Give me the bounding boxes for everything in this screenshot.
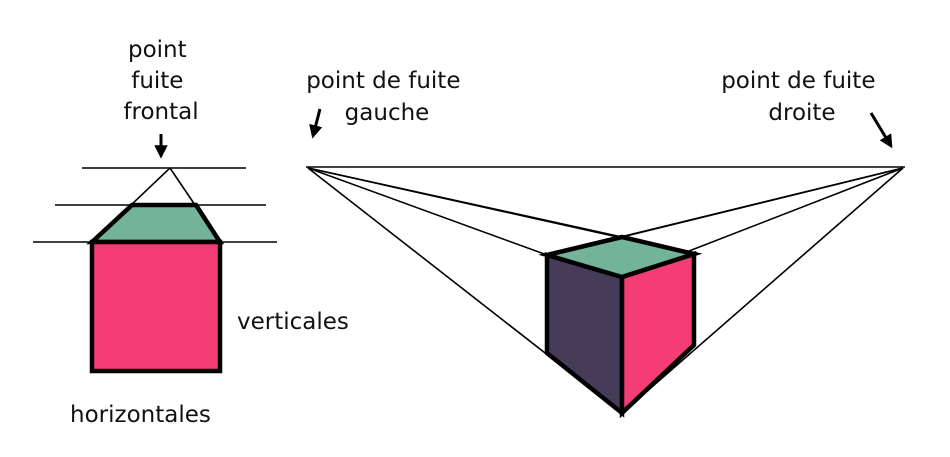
box-front-face [89,239,223,374]
frontal-label-line-2: fuite [131,68,183,94]
frontal-label-line-3: frontal [123,99,198,125]
horizontals-label: horizontales [70,402,211,428]
frontal-vanishing-point-label: point fuite frontal [123,37,198,125]
arrow-down-left-icon [309,108,323,139]
one-point-perspective: point fuite frontal verticales horizonta… [33,37,349,428]
construction-line [307,167,548,256]
construction-line [621,167,904,414]
left-label-line-2: gauche [345,100,430,126]
right-label-line-1: point de fuite [721,68,875,94]
verticals-label: verticales [237,309,349,335]
cube-left-face [544,251,625,418]
box-top-face [86,202,225,245]
frontal-label-line-1: point [128,37,187,63]
left-vanishing-point-label: point de fuite gauche [306,68,468,126]
right-label-line-2: droite [768,100,835,126]
cube-top-face [538,234,703,280]
two-point-perspective: point de fuite gauche point de fuite dro… [306,68,905,419]
arrow-down-right-icon [869,112,893,149]
cube-right-face [619,250,697,419]
right-vanishing-point-label: point de fuite droite [721,68,883,126]
left-label-line-1: point de fuite [306,68,460,94]
